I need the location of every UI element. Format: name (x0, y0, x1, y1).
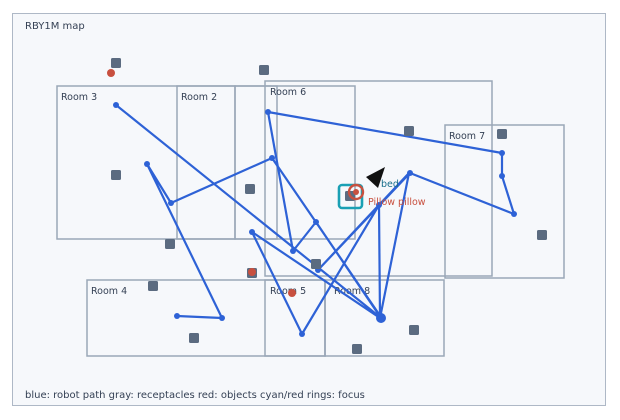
path-node (499, 150, 505, 156)
path-node (168, 200, 174, 206)
path-node (511, 211, 517, 217)
receptacle (537, 230, 547, 240)
object-marker (248, 268, 256, 276)
receptacle (311, 259, 321, 269)
object-marker (107, 69, 115, 77)
room-4-label: Room 4 (91, 286, 127, 297)
receptacle (404, 126, 414, 136)
path-node (144, 161, 150, 167)
receptacle (148, 281, 158, 291)
path-node (219, 315, 225, 321)
map-frame (12, 13, 606, 406)
room-labels: Room 3 Room 2 Room 6 Room 7 Room 4 Room … (61, 87, 485, 297)
focus-markers: bed Pillow pillow (337, 167, 426, 210)
focus-object-ring (347, 183, 365, 201)
focus-object-label: Pillow pillow (368, 197, 426, 208)
room-large-outline (264, 80, 493, 277)
map-legend: blue: robot path gray: receptacles red: … (25, 390, 365, 401)
focus-receptacle-label: bed (381, 179, 399, 190)
room-8-outline (324, 279, 445, 357)
path-node (407, 170, 413, 176)
map-title: RBY1M map (25, 21, 85, 32)
rooms-layer (56, 80, 565, 357)
objects (107, 69, 296, 297)
path-node (265, 109, 271, 115)
path-node (299, 331, 305, 337)
receptacle (259, 65, 269, 75)
room-2-label: Room 2 (181, 92, 217, 103)
path-node (376, 202, 382, 208)
receptacle (165, 239, 175, 249)
path-node (113, 102, 119, 108)
receptacle (111, 58, 121, 68)
room-7-label: Room 7 (449, 131, 485, 142)
path-node (269, 155, 275, 161)
path-node (376, 313, 386, 323)
path-node (290, 248, 296, 254)
path-node (313, 219, 319, 225)
receptacle (111, 170, 121, 180)
path-node (499, 173, 505, 179)
arrow-head-icon (366, 167, 385, 188)
receptacle (497, 129, 507, 139)
robot-path-line (114, 103, 516, 336)
receptacle (189, 333, 199, 343)
object-marker (288, 289, 296, 297)
path-node (249, 229, 255, 235)
focus-object (353, 189, 359, 195)
receptacle (352, 344, 362, 354)
receptacle (409, 325, 419, 335)
room-6-label: Room 6 (270, 87, 306, 98)
path-node (174, 313, 180, 319)
room-7-outline (444, 124, 565, 279)
room-3-label: Room 3 (61, 92, 97, 103)
receptacle (245, 184, 255, 194)
room-6-outline (234, 85, 356, 240)
room-8-label: Room 8 (334, 286, 370, 297)
robot-path (114, 103, 516, 336)
room-5-label: Room 5 (270, 286, 306, 297)
